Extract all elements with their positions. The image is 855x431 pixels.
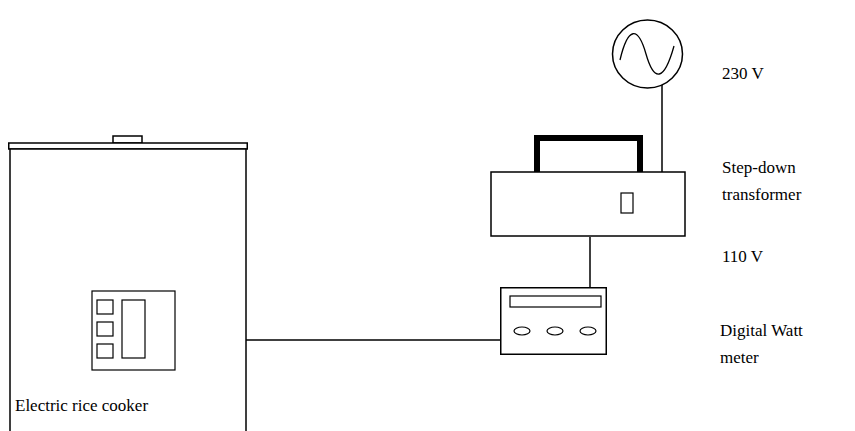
transformer-box-outline (490, 134, 686, 237)
ac-source-outline (610, 18, 685, 90)
watt-meter-box-outline (500, 287, 607, 355)
voltage-label: 110 V (722, 243, 802, 270)
wire (246, 340, 500, 341)
node-caption: Step-down transformer (722, 154, 847, 208)
wire (590, 237, 591, 287)
wire (662, 85, 663, 172)
node-caption: 230 V (722, 60, 802, 87)
rice-cooker-outline (8, 134, 248, 431)
transformer-box: Step-down transformer (490, 134, 686, 237)
node-caption: Electric rice cooker (15, 392, 235, 419)
watt-meter-box: Digital Watt meter (500, 287, 607, 355)
rice-cooker: Electric rice cooker (8, 134, 248, 431)
ac-source: 230 V (610, 18, 685, 90)
node-caption: Digital Watt meter (720, 317, 845, 371)
